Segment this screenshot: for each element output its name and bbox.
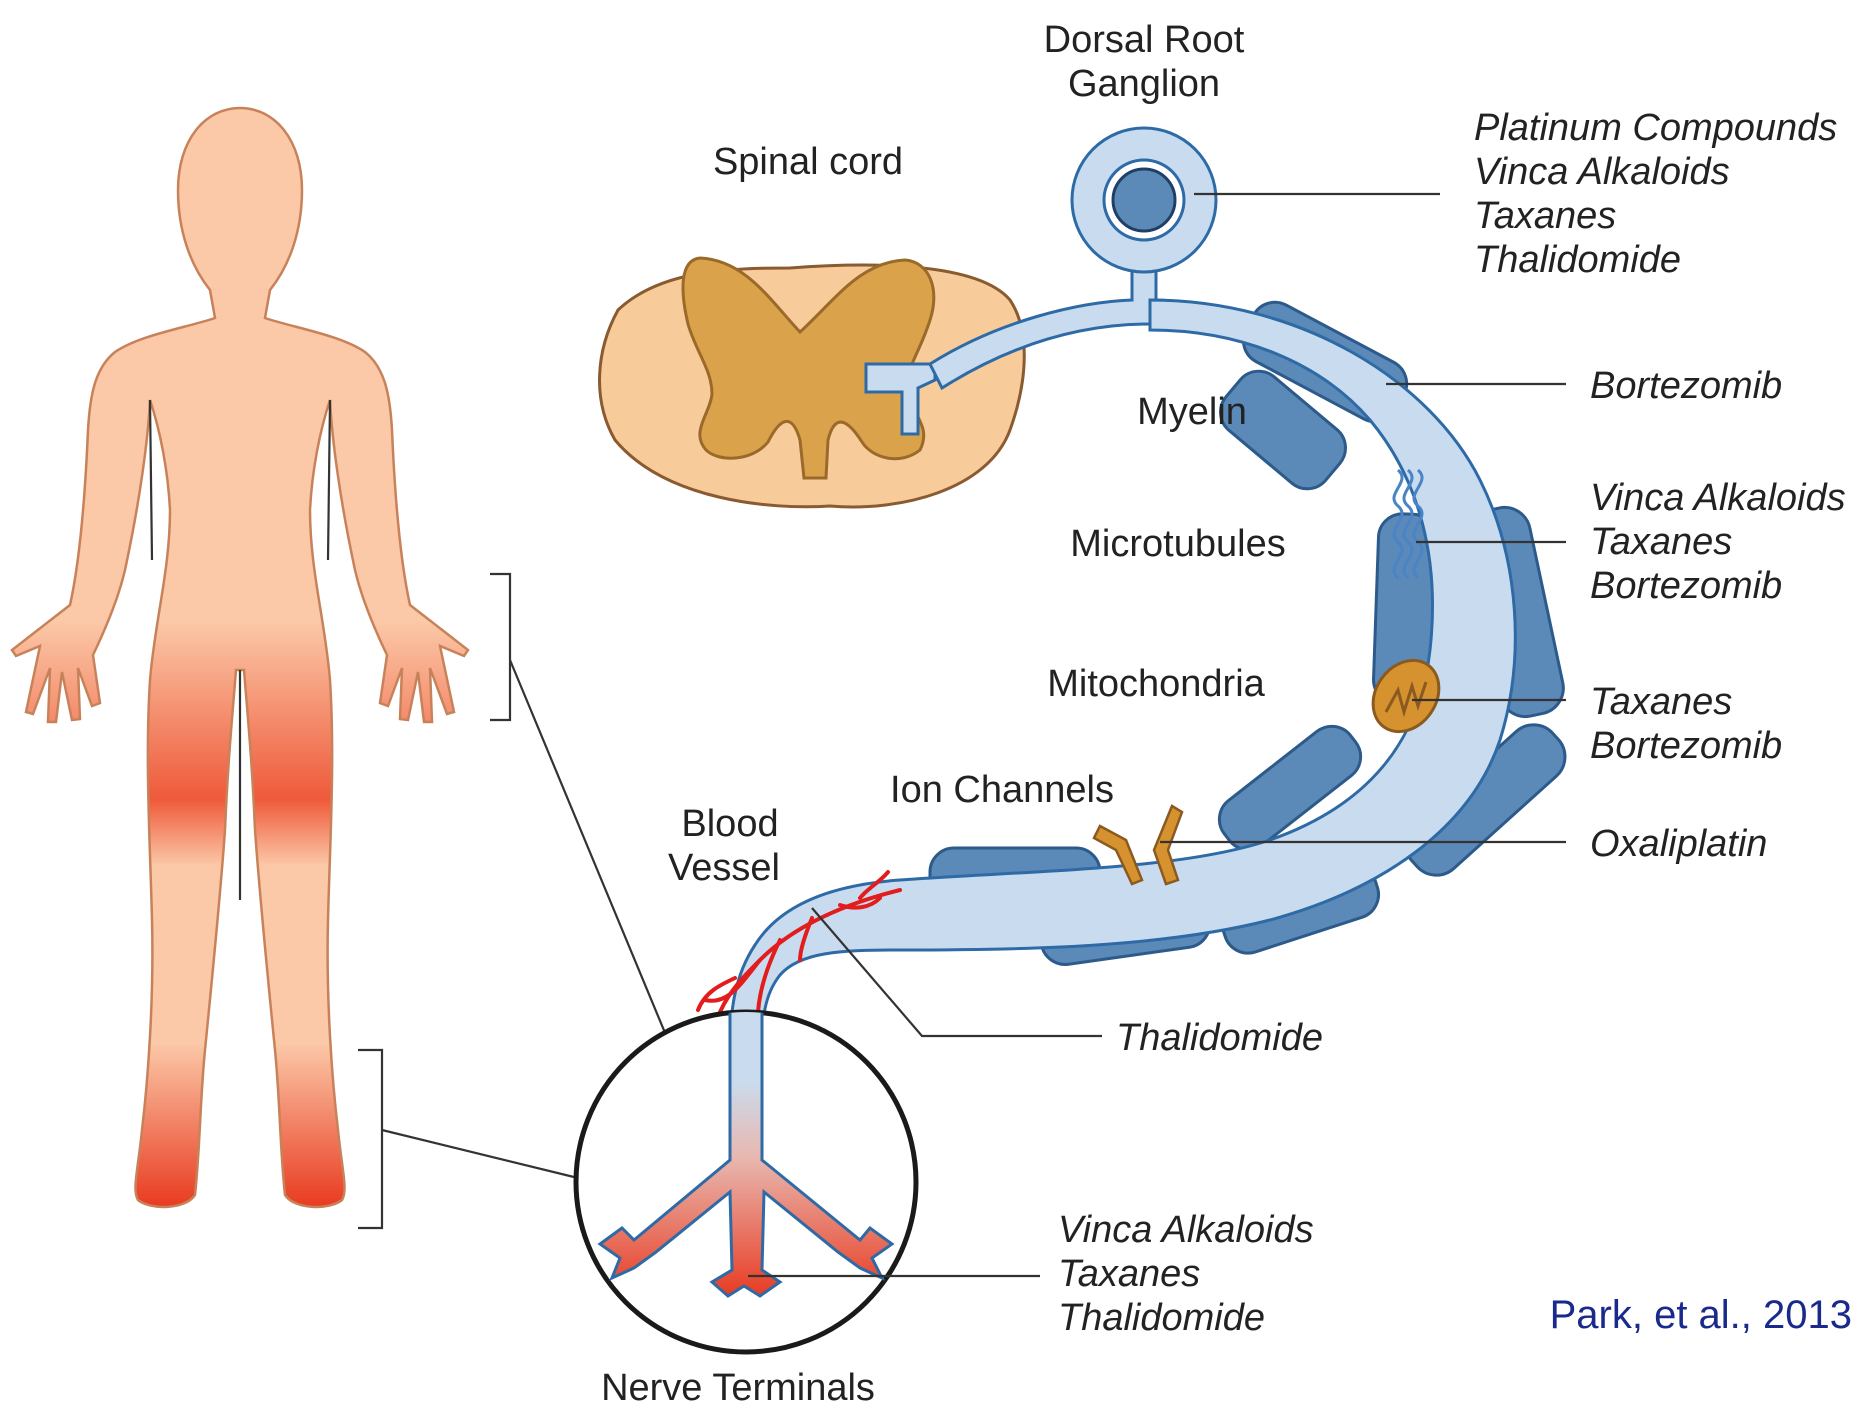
drug-item: Oxaliplatin xyxy=(1590,823,1767,865)
drug-list-ganglion: Platinum Compounds Vinca Alkaloids Taxan… xyxy=(1474,107,1837,281)
drug-item: Vinca Alkaloids xyxy=(1590,477,1846,519)
drug-item: Vinca Alkaloids xyxy=(1058,1209,1314,1251)
label-blood-vessel-line1: Blood xyxy=(681,803,778,845)
label-myelin: Myelin xyxy=(1137,391,1247,433)
drug-item: Taxanes xyxy=(1474,195,1616,237)
label-ion-channels: Ion Channels xyxy=(890,769,1114,811)
hand-bracket xyxy=(490,574,510,720)
drug-list-myelin: Bortezomib xyxy=(1590,365,1782,407)
drug-item: Thalidomide xyxy=(1058,1297,1265,1339)
label-blood-vessel-line2: Vessel xyxy=(668,847,780,889)
drug-list-blood-vessel: Thalidomide xyxy=(1116,1017,1323,1059)
microtubules-icon xyxy=(1394,470,1422,578)
drug-list-mitochondria: Taxanes Bortezomib xyxy=(1590,681,1782,767)
human-body-figure xyxy=(12,108,468,1207)
nerve-terminals-inset xyxy=(576,1000,916,1352)
drug-item: Taxanes xyxy=(1590,681,1732,723)
left-arm-line xyxy=(150,400,152,560)
label-dorsal-root-ganglion-line2: Ganglion xyxy=(1068,63,1220,105)
drug-item: Taxanes xyxy=(1058,1253,1200,1295)
drug-item: Bortezomib xyxy=(1590,725,1782,767)
drug-list-microtubules: Vinca Alkaloids Taxanes Bortezomib xyxy=(1590,477,1846,607)
label-dorsal-root-ganglion-line1: Dorsal Root xyxy=(1044,19,1245,61)
drug-list-nerve-terminals: Vinca Alkaloids Taxanes Thalidomide xyxy=(1058,1209,1314,1339)
drug-item: Taxanes xyxy=(1590,521,1732,563)
label-spinal-cord: Spinal cord xyxy=(713,141,903,183)
body-silhouette xyxy=(12,108,468,1207)
drug-item: Bortezomib xyxy=(1590,565,1782,607)
label-nerve-terminals: Nerve Terminals xyxy=(601,1367,875,1409)
drug-item: Bortezomib xyxy=(1590,365,1782,407)
drug-item: Vinca Alkaloids xyxy=(1474,151,1730,193)
foot-connector-line xyxy=(382,1130,578,1178)
dorsal-root-ganglion xyxy=(1072,128,1216,272)
foot-bracket xyxy=(358,1050,382,1228)
drug-item: Thalidomide xyxy=(1116,1017,1323,1059)
citation: Park, et al., 2013 xyxy=(1550,1293,1852,1337)
drug-item: Thalidomide xyxy=(1474,239,1681,281)
label-microtubules: Microtubules xyxy=(1070,523,1285,565)
right-arm-line xyxy=(328,400,330,560)
drug-item: Platinum Compounds xyxy=(1474,107,1837,149)
label-mitochondria: Mitochondria xyxy=(1047,663,1265,705)
drug-list-ion-channels: Oxaliplatin xyxy=(1590,823,1767,865)
spinal-cord xyxy=(600,258,1025,507)
hand-connector-line xyxy=(510,660,668,1040)
